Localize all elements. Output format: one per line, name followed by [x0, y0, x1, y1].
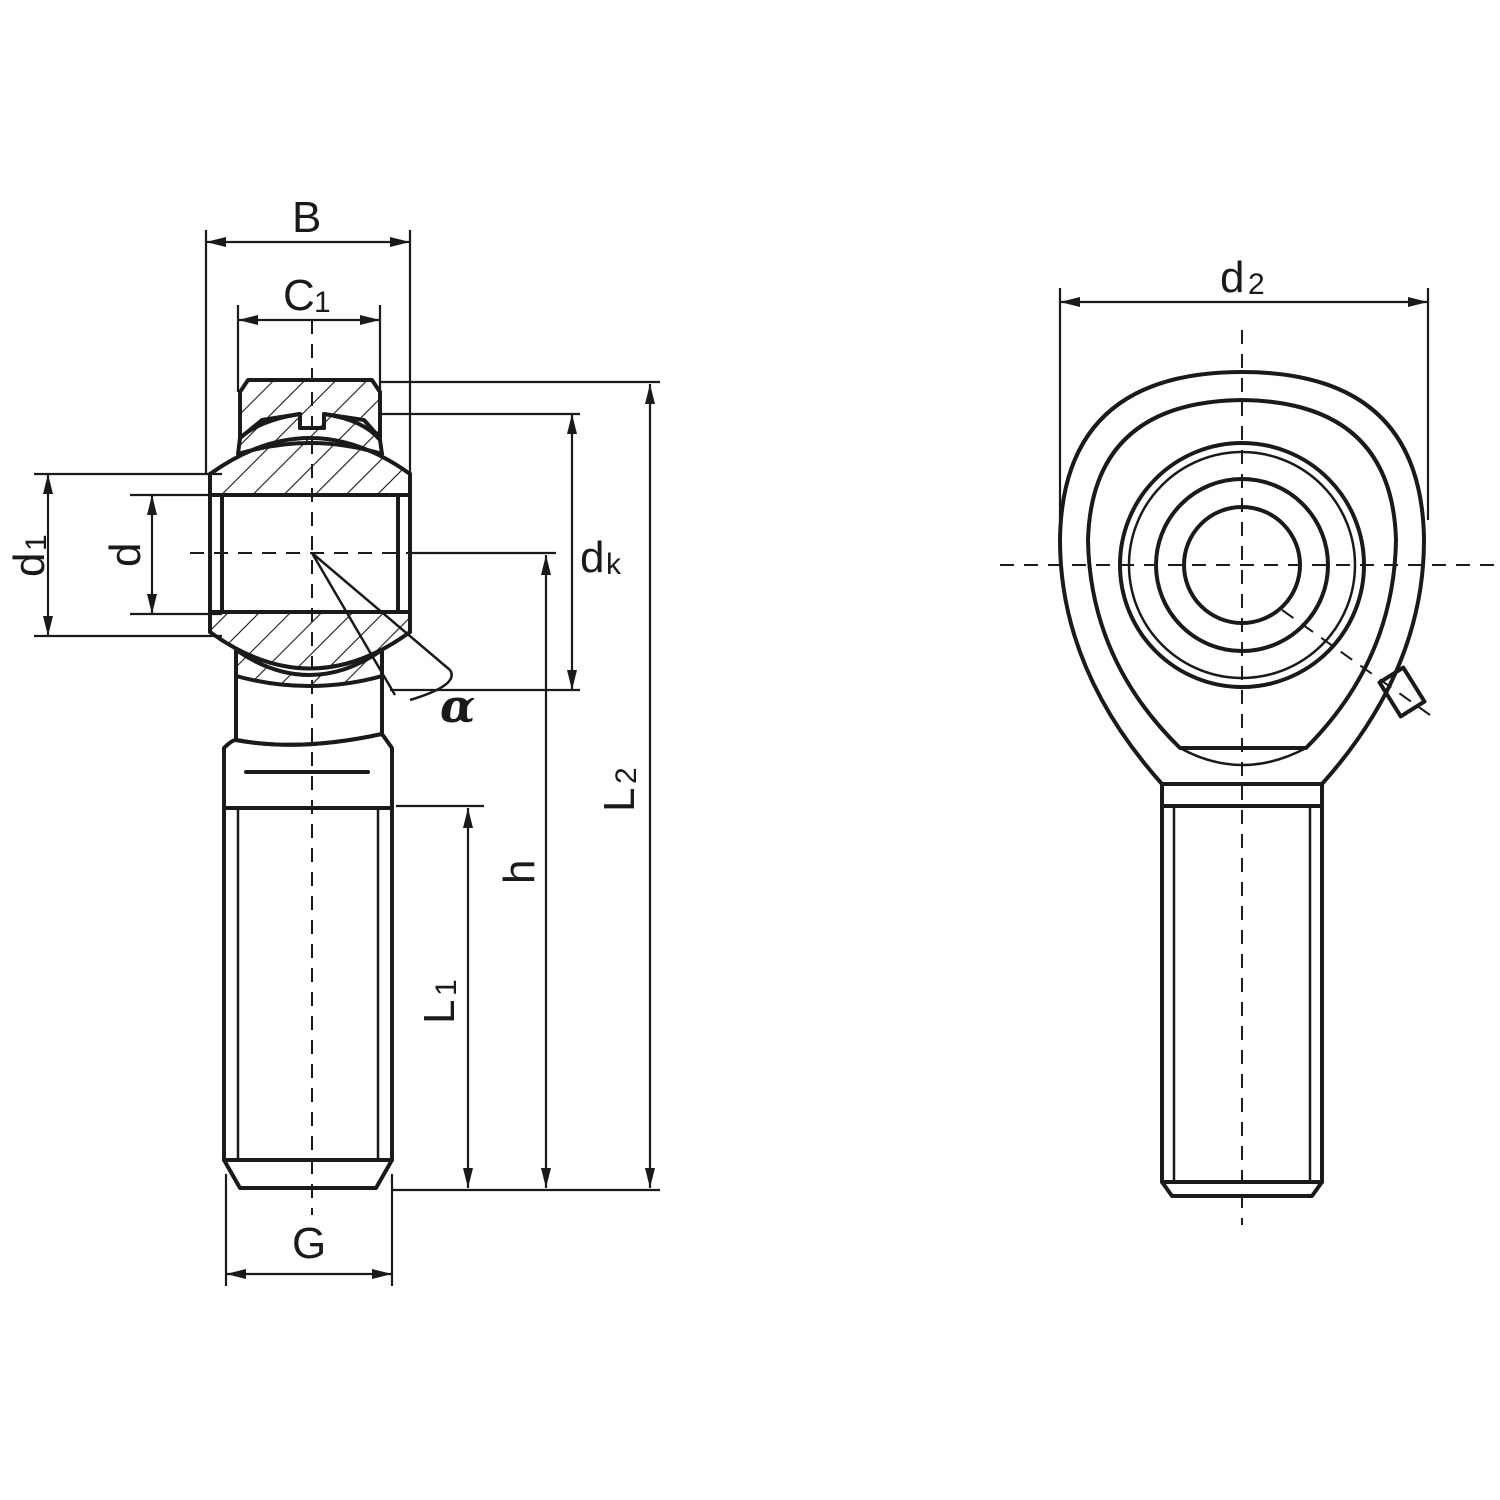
- tilt-line-1: [311, 552, 451, 671]
- dim-L2-subscript: 2: [610, 767, 643, 784]
- collar: [222, 732, 394, 810]
- eye-base-arc: [1179, 746, 1307, 767]
- dim-G-label: G: [292, 1219, 326, 1268]
- outer-race-inner-ring: [1127, 450, 1357, 680]
- dim-dk-label: d: [580, 533, 604, 582]
- dim-d-label: d: [101, 543, 150, 567]
- dimensions-side: B C 1 d 1 d d k α h: [5, 193, 660, 1286]
- shank-chamfer: [222, 1158, 394, 1190]
- dim-L1-subscript: 1: [430, 979, 463, 996]
- dimensions-front: d 2: [1058, 253, 1430, 520]
- dim-d1-label: d: [5, 553, 54, 577]
- ball-ring: [1154, 477, 1330, 653]
- threaded-shank: [222, 806, 394, 1162]
- tilt-line-2: [310, 552, 397, 696]
- dim-L1-label: L: [415, 1000, 464, 1024]
- ball-bottom-section: [208, 610, 412, 671]
- side-section-view: [190, 320, 453, 1215]
- dim-d2-label: d: [1220, 253, 1244, 302]
- dim-C1-label: C: [283, 271, 315, 320]
- dim-d1-subscript: 1: [20, 534, 53, 551]
- tilt-arc: [409, 669, 453, 702]
- dim-L2-label: L: [595, 788, 644, 812]
- lube-axis: [1281, 609, 1431, 716]
- front-shank-chamfer: [1160, 1180, 1324, 1198]
- dim-d2-subscript: 2: [1248, 268, 1265, 301]
- dim-dk-subscript: k: [606, 548, 622, 581]
- bore-ring: [1182, 505, 1302, 625]
- dim-h-label: h: [495, 860, 544, 884]
- bore: [220, 493, 400, 614]
- front-shank: [1160, 804, 1324, 1184]
- dim-B-label: B: [292, 193, 321, 242]
- dim-alpha-label: α: [440, 679, 475, 733]
- eye-outer-contour: [1058, 370, 1426, 786]
- lube-nipple: [1377, 665, 1427, 719]
- front-view: [1000, 330, 1495, 1225]
- eye-inner-contour: [1086, 398, 1398, 750]
- outer-race-ring: [1118, 441, 1366, 689]
- dim-C1-subscript: 1: [314, 286, 331, 319]
